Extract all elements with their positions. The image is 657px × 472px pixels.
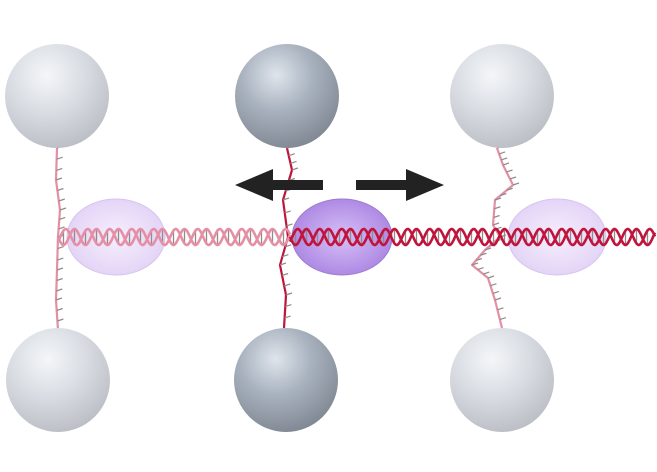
right-single-strand-base [502,162,510,166]
left-single-strand-base [59,207,67,211]
right-single-strand-base [512,182,520,186]
dna-strands [54,145,520,331]
left-single-strand-base [56,288,63,292]
dark-dna-backbone-1 [288,227,657,247]
dark-dna-backbone-2 [288,227,657,247]
right-single-strand-base [493,214,500,219]
left-single-strand-base [57,245,64,250]
left-single-strand-base [57,187,64,192]
right-single-strand-base [509,176,517,180]
right-single-strand-base [483,271,490,275]
arrow-right-icon [356,169,444,201]
left-single-strand-base [57,257,64,261]
middle-single-strand-base [285,292,293,296]
left-single-strand-base [56,277,63,282]
bottom-right-bead [450,328,554,432]
middle-single-strand-base [282,197,290,201]
right-single-strand-base [494,197,502,201]
right-single-strand-base [475,257,483,262]
middle-single-strand-base [288,153,295,157]
right-single-strand-base [494,206,501,210]
bottom-middle-bead [234,328,338,432]
top-middle-bead [235,44,339,148]
middle-single-strand-base [285,303,292,308]
middle-single-strand-base [285,244,292,248]
left-single-strand-base [59,216,66,221]
right-single-strand-base [477,266,484,271]
right-single-strand-base [484,247,492,251]
left-single-strand-base [56,267,64,271]
left-single-strand-base [56,167,63,171]
left-single-strand-base [57,318,64,322]
right-single-strand-base [497,307,504,311]
right-single-strand-base [487,275,495,279]
left-single-strand-base [56,307,63,312]
left-single-strand-base [56,156,63,160]
right-single-strand-base [480,252,487,256]
left-single-strand-base [55,177,63,181]
top-left-bead [5,44,109,148]
middle-single-strand-base [284,283,291,287]
left-single-strand-base [55,297,63,301]
right-single-strand-base [494,297,502,301]
left-single-strand-base [58,198,65,202]
middle-single-strand-base [284,210,291,214]
right-single-strand-base [471,262,479,266]
middle-single-strand-base [282,254,289,258]
right-single-strand-base [492,222,500,226]
middle-single-strand-base [291,167,299,171]
right-single-strand [470,147,515,329]
middle-single-strand-base [286,223,293,227]
pale-dna-backbone-1 [56,227,292,247]
arrow-left-icon [235,169,323,201]
middle-single-strand-base [284,315,291,319]
right-single-strand-base [501,157,508,161]
right-single-strand-base [498,151,506,155]
bottom-left-bead [6,328,110,432]
left-single-strand-base [58,226,65,230]
right-single-strand-base [506,187,513,191]
right-single-strand-base [506,169,513,173]
pale-dna-backbone-2 [56,227,292,247]
middle-single-strand-base [290,160,297,164]
top-right-bead [450,44,554,148]
right-single-strand-base [500,192,507,197]
middle-single-strand-base [281,272,289,277]
right-single-strand-base [490,283,497,287]
right-single-strand-base [499,317,507,321]
middle-single-strand-base [279,262,287,266]
right-single-strand-base [492,290,500,294]
dna-helix [56,227,657,247]
